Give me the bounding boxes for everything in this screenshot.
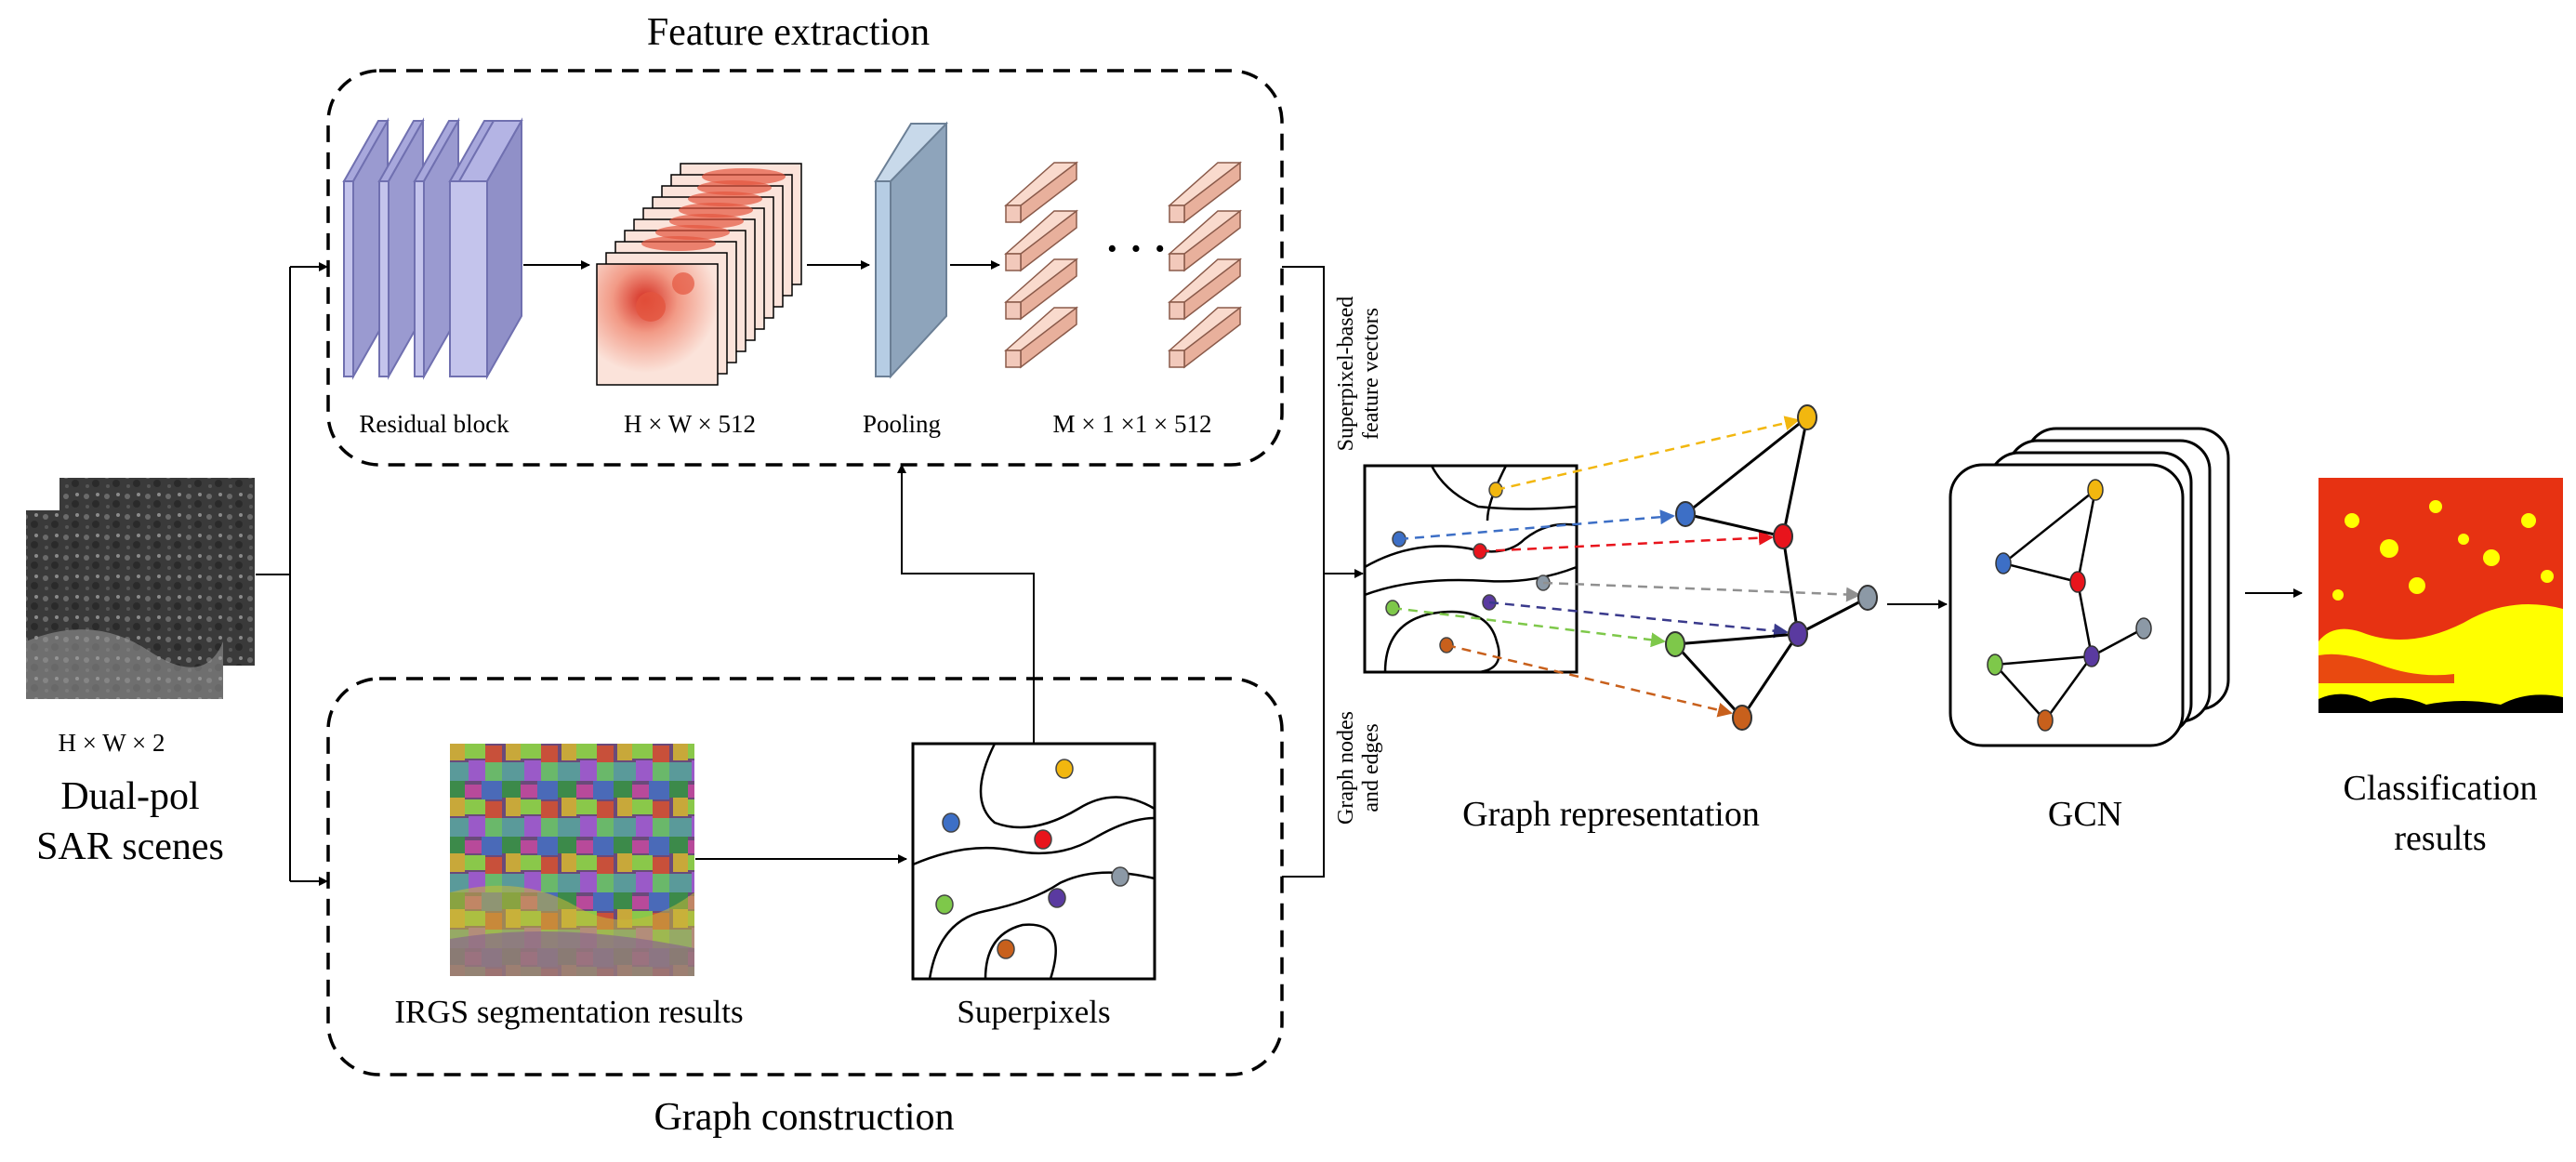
mapping-arrows (1392, 416, 1861, 718)
graph-node-yellow (1797, 404, 1817, 430)
front-feature-map (596, 263, 719, 386)
superpixel-node-green (935, 894, 954, 915)
input-sar-scenes: H × W × 2 Dual-pol SAR scenes (26, 478, 255, 868)
feature-maps-stack (596, 163, 802, 386)
pooling-label: Pooling (863, 410, 941, 438)
graph-nodes-label-line2: and edges (1359, 723, 1383, 812)
pooling-block (874, 121, 948, 379)
gcn-label: GCN (2048, 795, 2122, 834)
residual-block (342, 117, 523, 380)
feature-vectors-group-1 (1004, 161, 1078, 369)
graph-nodes-label-line1: Graph nodes (1334, 711, 1358, 825)
classification-label-line2: results (2394, 819, 2486, 858)
input-title-line1: Dual-pol (60, 775, 199, 818)
graph-construction-title: Graph construction (654, 1096, 954, 1139)
feature-vectors-group-2 (1168, 161, 1242, 369)
graph-representation-label: Graph representation (1462, 795, 1760, 834)
feature-extraction-title: Feature extraction (647, 11, 930, 54)
superpixel-node-blue (942, 812, 960, 833)
irgs-label: IRGS segmentation results (394, 994, 743, 1030)
superpixels-label: Superpixels (957, 994, 1110, 1030)
superpixel-node-purple (1048, 888, 1066, 908)
graph-construction-section: Graph construction IRGS segmentation res… (326, 677, 1284, 1139)
feature-map-dims-label: H × W × 512 (624, 410, 756, 438)
vector-dims-label: M × 1 ×1 × 512 (1053, 410, 1212, 438)
graph-superpixel-map (1363, 464, 1579, 674)
graph-node-gray (1857, 585, 1878, 611)
superpixel-features-label-line2: feature vectors (1359, 308, 1383, 440)
graph-node-blue (1675, 501, 1696, 527)
classification-label-line1: Classification (2344, 769, 2538, 808)
input-connectors (256, 262, 328, 886)
gcn-front-layer (1949, 463, 2185, 747)
superpixels-image (911, 742, 1156, 981)
graph-edges (1673, 416, 1869, 720)
superpixel-node-red (1034, 829, 1052, 850)
graph-node-orange (1732, 705, 1752, 731)
superpixel-node-orange (997, 939, 1015, 959)
graph-node-green (1665, 631, 1685, 657)
gcn-stack: GCN (1949, 427, 2230, 834)
feature-extraction-section: Feature extraction (326, 11, 1284, 467)
irgs-segmentation-image (450, 744, 694, 976)
input-dims-label: H × W × 2 (59, 729, 165, 757)
superpixel-node-yellow (1055, 759, 1074, 779)
arrow-superpixels-to-pooling (897, 464, 1035, 744)
feature-extraction-frame (326, 69, 1284, 467)
residual-block-label: Residual block (359, 410, 509, 438)
graph-representation: Graph representation (1363, 404, 1878, 834)
superpixel-features-label-line1: Superpixel-based (1334, 297, 1358, 452)
classification-results: Classification results (2318, 478, 2563, 858)
merge-connectors (1282, 266, 1364, 878)
input-title-line2: SAR scenes (36, 825, 224, 868)
graph-nodes (1665, 404, 1878, 731)
residual-slab-4 (448, 117, 523, 380)
superpixel-node-gray (1111, 866, 1129, 887)
graph-node-red (1773, 523, 1793, 549)
ellipsis: · · · (1105, 226, 1167, 271)
graph-node-purple (1788, 621, 1808, 647)
